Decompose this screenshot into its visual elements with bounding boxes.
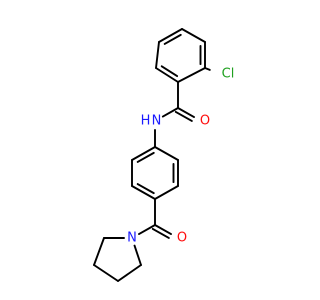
bond-p1-p2-inner xyxy=(136,151,155,163)
bond-c3-c4 xyxy=(158,28,183,43)
bond-c2-c3 xyxy=(155,41,160,69)
atom-label-n2: N xyxy=(127,231,137,246)
bond-p3-p4 xyxy=(131,185,156,200)
bond-p6-p1 xyxy=(154,146,179,161)
bond-cc2-o2-second xyxy=(151,227,170,239)
bond-c3-c4-inner xyxy=(163,33,182,45)
bond-p1-p2 xyxy=(131,146,156,161)
atom-label-o1: O xyxy=(200,114,210,129)
bond-r3-r4 xyxy=(117,264,142,282)
bond-r1-r2 xyxy=(93,237,105,266)
bond-c6-c1 xyxy=(177,67,206,83)
bond-p4-p5 xyxy=(154,185,179,200)
bond-cc2-n2 xyxy=(138,224,156,236)
bond-r2-r3 xyxy=(93,264,119,282)
bond-p3-p4-inner xyxy=(136,183,155,195)
bond-cc1-o1 xyxy=(177,107,195,119)
atom-label-o2: O xyxy=(177,231,187,246)
bond-c1-c2 xyxy=(155,67,179,83)
molecule-structure-diagram: ClO H N O N xyxy=(93,28,234,282)
bond-cc2-o2 xyxy=(154,224,172,236)
bond-c4-c5 xyxy=(181,28,206,43)
bond-r4-n2 xyxy=(133,244,142,266)
bond-c1-c2-inner xyxy=(160,65,179,78)
bond-c6-cl xyxy=(204,67,211,71)
atom-label-cl: Cl xyxy=(222,67,235,82)
bond-layer xyxy=(93,28,211,282)
atom-label-layer: ClO H N O N xyxy=(127,67,234,246)
bond-cc1-nh xyxy=(161,107,179,118)
bond-cc1-o1-second xyxy=(174,110,193,122)
atom-label-nh: H N xyxy=(141,114,162,129)
